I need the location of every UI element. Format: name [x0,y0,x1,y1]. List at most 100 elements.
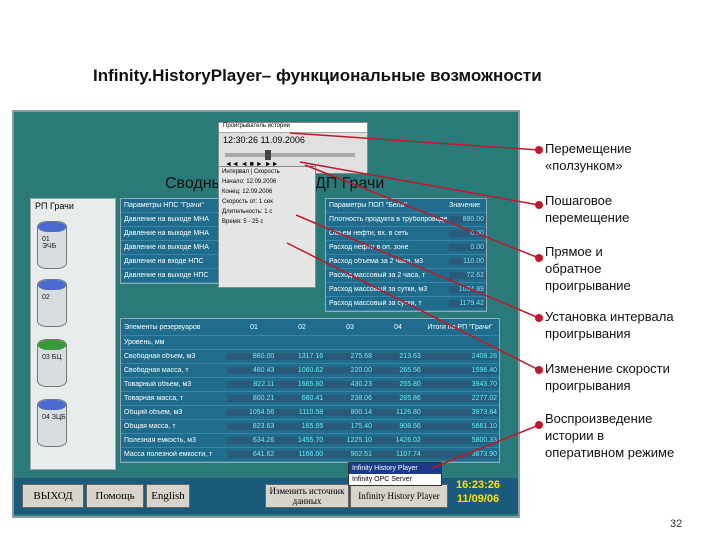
table-value: 72.62 [449,272,486,279]
table-value: 1225.10 [325,437,374,444]
table-value: 285.86 [373,395,423,402]
menu-item-opc-server[interactable]: Infinity OPC Server [352,476,412,483]
table-value: 908.66 [373,423,423,430]
tank-label: 01 ЭЧБ [42,236,57,250]
table-value: 175.40 [325,423,374,430]
tab-interval[interactable]: Интервал [222,169,249,175]
table-value: 430.23 [325,381,374,388]
table-cell: Расход массовый за сутки, т [329,300,422,307]
schematic-header: РП Грачи [35,201,74,211]
english-button[interactable]: English [146,484,190,508]
tank-label: 04 ЗЦБ [42,414,66,421]
tank-2[interactable]: 02 [37,279,67,327]
table-header: Итоги по РП "Грачи" [427,323,493,331]
table-cell: Товарный объем, м3 [124,381,192,388]
change-source-button[interactable]: Изменить источник данных [265,484,349,508]
table-value: 822.11 [227,381,277,388]
page-number: 32 [670,518,683,530]
table-value: 1179.42 [449,300,486,307]
table-value: 880.00 [449,216,486,223]
table-value: 2408.28 [422,353,499,360]
table-value: 1060.62 [276,367,326,374]
tank-schematic: РП Грачи 01 ЭЧБ 02 03 БЦ 04 ЗЦБ [30,198,116,470]
table-value: 165.55 [276,423,326,430]
table-value: 1054.56 [227,409,277,416]
table-header: Элементы резервуаров [124,323,201,331]
table-value: 1317.16 [276,353,326,360]
tank-4[interactable]: 04 ЗЦБ [37,399,67,447]
table-value: 1110.58 [276,409,326,416]
table-cell: Свободная масса, т [124,367,189,374]
table-cell: Расход объема за 2 часа, м3 [329,258,424,265]
table-cell: Масса полезной емкости, т [124,451,213,458]
help-button[interactable]: Помощь [86,484,144,508]
history-player-button[interactable]: Infinity History Player [350,484,448,508]
tank-label: 03 БЦ [42,354,62,361]
annotation-dot [535,314,543,322]
table-value: 5800.33 [422,437,499,444]
player-time: 12:30:26 11.09.2006 [223,135,305,145]
table-value: 3873.90 [422,451,499,458]
setting-row[interactable]: Скорость от: 1 сек [222,199,273,205]
table-value: 1455.70 [276,437,326,444]
table-header: Параметры ПОП "Бела" [329,202,407,209]
annotation-dot [535,421,543,429]
annotation-dot [535,146,543,154]
table-value: 110.00 [449,258,486,265]
table-value: 238.06 [325,395,374,402]
table-row: Уровень, мм [121,336,499,350]
settings-panel[interactable]: Интервал | Скорость Начало: 12.09.2006 К… [218,166,316,288]
playback-buttons[interactable]: ◄◄ ◄ ■ ► ►► [225,161,279,168]
table-value: 0.00 [449,244,486,251]
tank-3[interactable]: 03 БЦ [37,339,67,387]
table-header: 02 [298,323,306,331]
tank-1[interactable]: 01 ЭЧБ [37,221,67,269]
page-title: Infinity.HistoryPlayer– функциональные в… [93,66,542,85]
history-player-label: Infinity History Player [358,491,440,501]
source-menu[interactable]: Infinity History Player Infinity OPC Ser… [348,462,442,486]
table-header: 03 [346,323,354,331]
menu-item-history-player[interactable]: Infinity History Player [349,463,441,474]
table-cell: Полезная емкость, м3 [124,437,196,444]
table-value: 800.21 [227,395,277,402]
setting-row[interactable]: Начало: 12.09.2006 [222,179,277,185]
table-cell: Давление на выходе НПС [124,272,209,279]
table-cell: Объем нефти, вх. в сеть [329,230,409,237]
table-cell: Общий объем, м3 [124,409,183,416]
table-value: 1596.40 [422,367,499,374]
table-value: 660.41 [276,395,326,402]
setting-row[interactable]: Длительность: 1 с [222,209,273,215]
slider-thumb[interactable] [265,150,271,160]
table-cell: Товарная масса, т [124,395,184,402]
table-header: Значение [449,202,481,209]
tab-speed[interactable]: Скорость [253,169,280,175]
english-label: English [151,490,185,502]
table-header: 01 [250,323,258,331]
table-value: 634.26 [227,437,277,444]
table-header: 04 [394,323,402,331]
table-value: 1107.74 [373,451,423,458]
clock-time: 16:23:26 [456,479,501,491]
exit-label: ВЫХОД [33,490,73,502]
table-cell: Уровень, мм [124,339,165,346]
setting-row[interactable]: Конец: 12.09.2006 [222,189,273,195]
exit-button[interactable]: ВЫХОД [22,484,84,508]
time-slider[interactable] [225,150,355,160]
table-value: 800.14 [325,409,374,416]
annotation-dot [535,254,543,262]
table-header: Параметры НПС "Грачи" [124,202,204,209]
table-cell: Давление на выходе МНА [124,216,209,223]
tank-label: 02 [42,294,50,301]
table-value: 265.56 [373,367,423,374]
table-value: 1426.02 [373,437,423,444]
setting-row[interactable]: Время: 5 - 25 с [222,219,264,225]
annotation-dot [535,201,543,209]
